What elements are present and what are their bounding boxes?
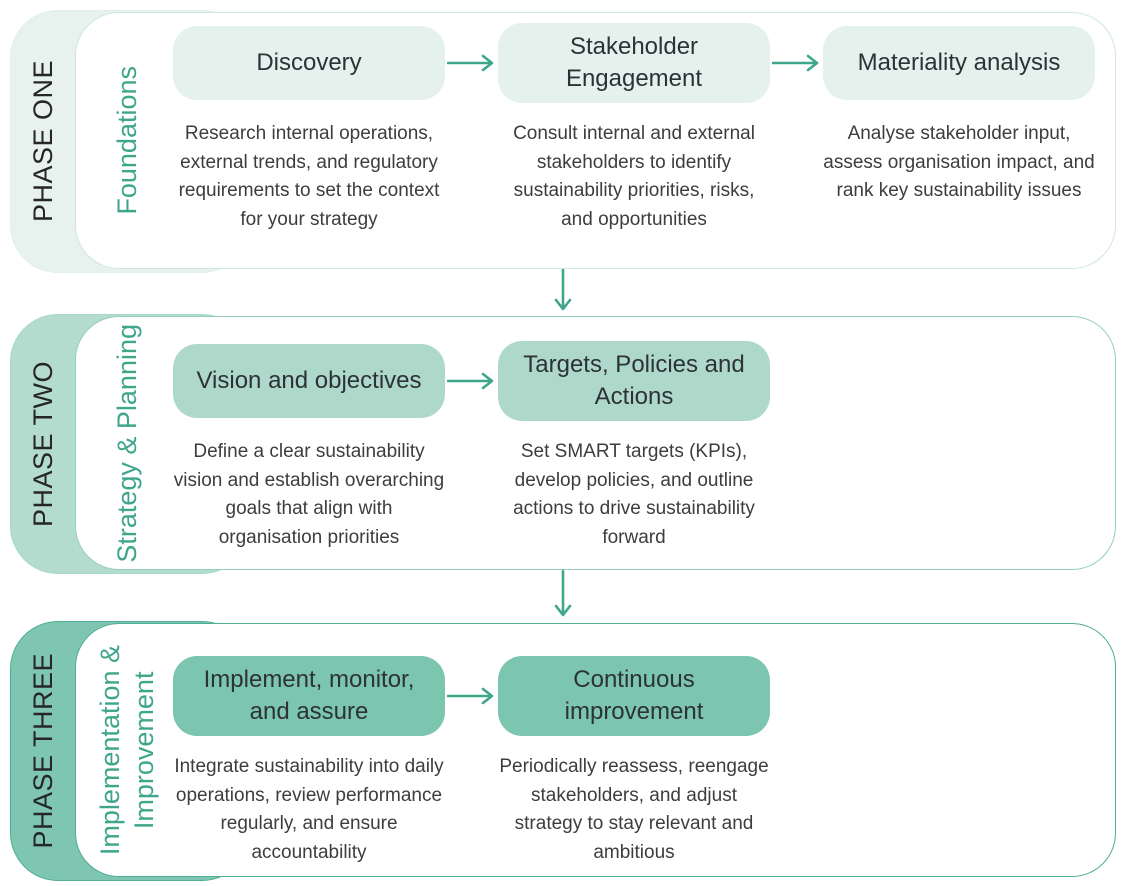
step-title: Materiality analysis bbox=[823, 26, 1095, 100]
phase-two-label-wrap: PHASE TWO bbox=[11, 315, 75, 573]
step-description: Research internal operations, external t… bbox=[178, 123, 440, 230]
step-materiality-analysis: Materiality analysis Analyse stakeholder… bbox=[823, 19, 1095, 206]
phase-two-label: PHASE TWO bbox=[27, 360, 58, 528]
arrow-right-icon bbox=[447, 54, 499, 72]
step-description: Define a clear sustainability vision and… bbox=[173, 441, 445, 548]
step-discovery: Discovery Research internal operations, … bbox=[173, 19, 445, 234]
step-vision-and-objectives: Vision and objectives Define a clear sus… bbox=[173, 337, 445, 552]
step-description: Analyse stakeholder input, assess organi… bbox=[823, 123, 1095, 201]
implementation-improvement-label-wrap: Implementation & Improvement bbox=[86, 624, 170, 876]
step-implement-monitor-assure: Implement, monitor, and assure Integrate… bbox=[173, 652, 445, 867]
phase-one-section: PHASE ONE Foundations Discovery Research… bbox=[0, 10, 1126, 273]
step-title: Continuous improvement bbox=[498, 656, 770, 736]
arrow-right-icon bbox=[447, 687, 499, 705]
strategy-planning-label-wrap: Strategy & Planning bbox=[86, 317, 170, 569]
foundations-label: Foundations bbox=[112, 66, 143, 215]
phase-one-label: PHASE ONE bbox=[27, 60, 58, 223]
step-description: Periodically reassess, reengage stakehol… bbox=[499, 756, 769, 863]
arrow-right-icon bbox=[772, 54, 824, 72]
step-title: Vision and objectives bbox=[173, 344, 445, 418]
strategy-planning-label: Strategy & Planning bbox=[112, 323, 143, 563]
step-targets-policies-actions: Targets, Policies and Actions Set SMART … bbox=[498, 337, 770, 552]
step-title: Stakeholder Engagement bbox=[498, 23, 770, 103]
phase-three-panel: Implementation & Improvement Implement, … bbox=[75, 623, 1116, 877]
step-stakeholder-engagement: Stakeholder Engagement Consult internal … bbox=[498, 19, 770, 234]
phase-one-label-wrap: PHASE ONE bbox=[11, 11, 75, 272]
step-continuous-improvement: Continuous improvement Periodically reas… bbox=[498, 652, 770, 867]
phase-two-panel: Strategy & Planning Vision and objective… bbox=[75, 316, 1116, 570]
phase-two-section: PHASE TWO Strategy & Planning Vision and… bbox=[0, 314, 1126, 574]
arrow-down-icon bbox=[553, 269, 573, 316]
phase-three-section: PHASE THREE Implementation & Improvement… bbox=[0, 621, 1126, 881]
foundations-label-wrap: Foundations bbox=[86, 13, 170, 268]
arrow-right-icon bbox=[447, 372, 499, 390]
step-description: Integrate sustainability into daily oper… bbox=[174, 756, 444, 863]
step-description: Set SMART targets (KPIs), develop polici… bbox=[513, 441, 755, 548]
step-title: Discovery bbox=[173, 26, 445, 100]
phase-one-panel: Foundations Discovery Research internal … bbox=[75, 12, 1116, 269]
step-description: Consult internal and external stakeholde… bbox=[513, 123, 755, 230]
implementation-improvement-label: Implementation & Improvement bbox=[95, 644, 159, 856]
phase-three-label-wrap: PHASE THREE bbox=[11, 622, 75, 880]
step-title: Implement, monitor, and assure bbox=[173, 656, 445, 736]
phase-three-label: PHASE THREE bbox=[27, 653, 58, 849]
step-title: Targets, Policies and Actions bbox=[498, 341, 770, 421]
arrow-down-icon bbox=[553, 570, 573, 622]
